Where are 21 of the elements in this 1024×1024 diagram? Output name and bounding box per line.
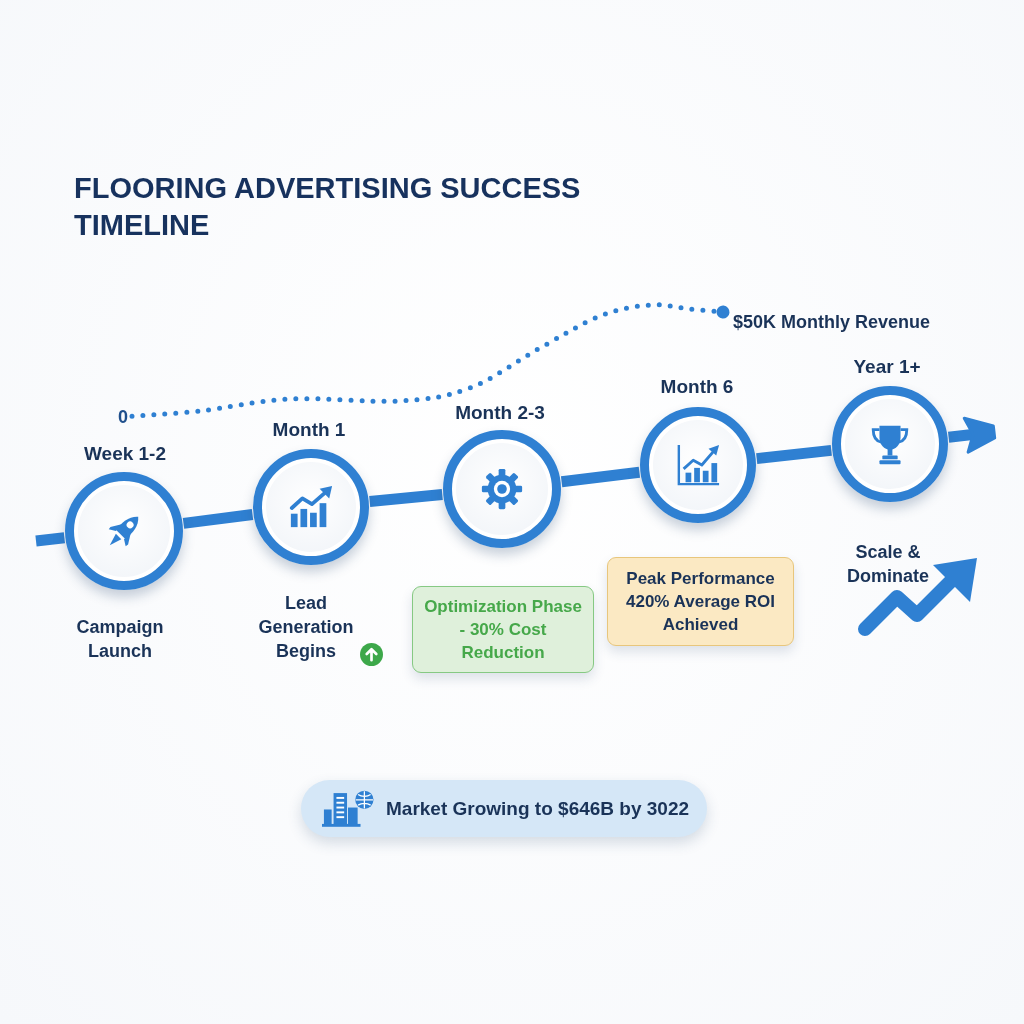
info-pill	[301, 780, 708, 837]
milestone-label: Month 6	[660, 376, 734, 398]
note-card: Optimization Phase - 30% Cost Reduction	[412, 586, 594, 673]
milestone-label: Month 1	[272, 419, 346, 441]
connector-line	[560, 466, 641, 488]
connector-line	[35, 532, 65, 547]
connector-line	[756, 444, 832, 465]
milestone-label: Month 2-3	[455, 402, 545, 424]
title: FLOORING ADVERTISING SUCCESS TIMELINE	[74, 171, 582, 243]
milestone-caption: Campaign Launch	[75, 616, 165, 663]
note-card: Peak Performance 420% Average ROI Achieved	[607, 557, 794, 646]
milestone-label: Week 1-2	[84, 443, 166, 465]
revenue-label: $50K Monthly Revenue	[733, 311, 931, 333]
connector-line	[369, 489, 443, 507]
milestone-caption: Lead Generation Begins	[257, 592, 355, 663]
connector-line	[182, 509, 254, 529]
milestone-caption: Scale & Dominate	[846, 541, 930, 588]
callout-text: Market Growing to $646B by 3022	[386, 796, 690, 821]
dotted-curve	[129, 302, 732, 419]
start-value-label: 0	[118, 406, 128, 428]
milestone-label: Year 1+	[853, 356, 921, 378]
